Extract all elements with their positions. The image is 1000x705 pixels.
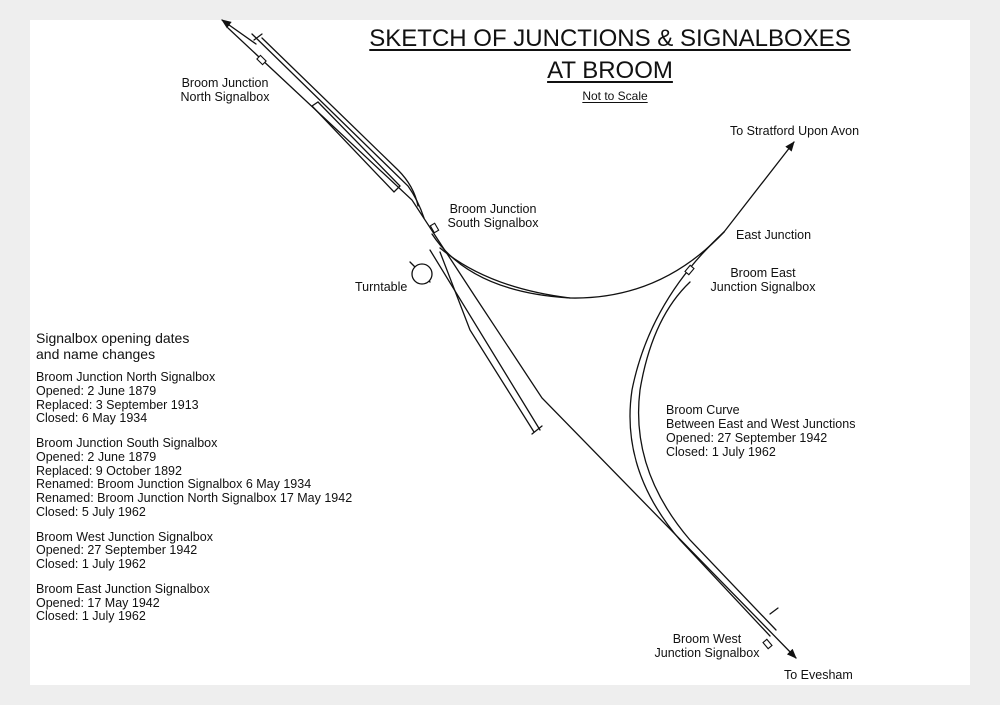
history-entry-line: Renamed: Broom Junction Signalbox 6 May … bbox=[36, 477, 312, 492]
south-signalbox-label-line1: Broom Junction bbox=[449, 202, 537, 216]
history-entry-name: Broom Junction North Signalbox bbox=[36, 370, 216, 385]
history-entry: Broom Junction South Signalbox Opened: 2… bbox=[36, 436, 416, 520]
east-signalbox-label-line1: Broom East bbox=[730, 266, 796, 280]
north-signalbox-label-line1: Broom Junction bbox=[181, 76, 269, 90]
main-line-north bbox=[221, 19, 257, 45]
history-entry: Broom East Junction Signalbox Opened: 17… bbox=[36, 581, 416, 624]
history-entry-name: Broom West Junction Signalbox bbox=[36, 529, 213, 544]
broom-curve-outer bbox=[629, 231, 771, 637]
broom-curve-info-line1: Broom Curve bbox=[666, 403, 740, 417]
history-heading: Signalbox opening dates and name changes bbox=[36, 330, 190, 363]
not-to-scale-note: Not to Scale bbox=[582, 89, 648, 103]
turntable bbox=[411, 263, 433, 285]
signalbox-history: Signalbox opening dates and name changes… bbox=[36, 330, 416, 635]
history-entry-line: Opened: 2 June 1879 bbox=[36, 449, 157, 464]
history-entry-line: Closed: 6 May 1934 bbox=[36, 411, 148, 426]
north-signalbox-label: Broom Junction North Signalbox bbox=[160, 76, 290, 104]
west-signalbox bbox=[762, 638, 773, 650]
south-loop-track-2 bbox=[439, 251, 535, 433]
south-signalbox bbox=[429, 222, 440, 234]
history-entry-line: Renamed: Broom Junction North Signalbox … bbox=[36, 491, 353, 506]
broom-curve-info: Broom Curve Between East and West Juncti… bbox=[666, 403, 855, 459]
east-junction-label: East Junction bbox=[736, 228, 812, 242]
north-loop-outer bbox=[261, 37, 419, 207]
south-chord-inner bbox=[439, 247, 571, 299]
broom-curve-info-line4: Closed: 1 July 1962 bbox=[666, 445, 776, 459]
history-entry: Broom Junction North Signalbox Opened: 2… bbox=[36, 370, 416, 426]
broom-curve-inner bbox=[637, 281, 777, 631]
diagram-title-line2: AT BROOM bbox=[547, 57, 673, 84]
history-entry-line: Replaced: 9 October 1892 bbox=[36, 463, 182, 478]
turntable-label: Turntable bbox=[355, 280, 408, 294]
south-chord-outer bbox=[431, 231, 725, 299]
south-signalbox-label: Broom Junction South Signalbox bbox=[428, 202, 558, 230]
history-entry-line: Opened: 27 September 1942 bbox=[36, 543, 198, 558]
history-entry-line: Closed: 5 July 1962 bbox=[36, 504, 146, 519]
history-entry-name: Broom Junction South Signalbox bbox=[36, 436, 218, 451]
history-entry-name: Broom East Junction Signalbox bbox=[36, 581, 210, 596]
north-signalbox bbox=[256, 54, 267, 66]
north-buffer bbox=[253, 33, 263, 41]
diagram-title: SKETCH OF JUNCTIONS & SIGNALBOXES bbox=[369, 25, 851, 52]
broom-curve-info-line3: Opened: 27 September 1942 bbox=[666, 431, 828, 445]
history-entry-line: Replaced: 3 September 1913 bbox=[36, 397, 199, 412]
history-entry-line: Opened: 2 June 1879 bbox=[36, 383, 157, 398]
stratford-line bbox=[723, 141, 795, 233]
east-signalbox-label-line2: Junction Signalbox bbox=[710, 280, 816, 294]
east-signalbox bbox=[684, 264, 695, 276]
history-entry-line: Opened: 17 May 1942 bbox=[36, 595, 160, 610]
west-buffer bbox=[769, 607, 779, 615]
history-entry-line: Closed: 1 July 1962 bbox=[36, 609, 146, 624]
broom-curve-info-line2: Between East and West Junctions bbox=[666, 417, 856, 431]
west-signalbox-label-line2: Junction Signalbox bbox=[654, 646, 760, 660]
west-signalbox-label: Broom West Junction Signalbox bbox=[646, 632, 768, 660]
south-loop-track bbox=[429, 249, 541, 431]
history-entry-line: Closed: 1 July 1962 bbox=[36, 557, 146, 572]
west-signalbox-label-line1: Broom West bbox=[672, 632, 742, 646]
stratford-label: To Stratford Upon Avon bbox=[730, 124, 860, 138]
south-signalbox-label-line2: South Signalbox bbox=[447, 216, 539, 230]
south-buffer bbox=[531, 425, 543, 435]
east-signalbox-label: Broom East Junction Signalbox bbox=[693, 266, 833, 294]
evesham-label: To Evesham bbox=[784, 668, 853, 682]
main-line bbox=[227, 27, 797, 659]
history-entry: Broom West Junction Signalbox Opened: 27… bbox=[36, 529, 416, 572]
drawing-sheet bbox=[30, 20, 970, 685]
north-signalbox-label-line2: North Signalbox bbox=[180, 90, 270, 104]
north-platform bbox=[310, 101, 401, 193]
